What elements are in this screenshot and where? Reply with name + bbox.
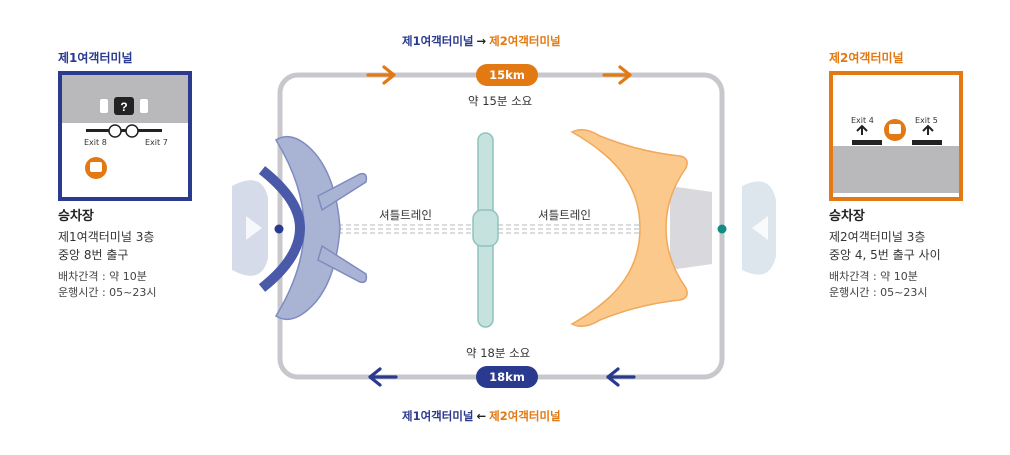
info-interval: 배차간격 : 약 10분 [58, 270, 147, 283]
airplane-icon [752, 216, 768, 240]
route-arrow: ← [476, 409, 487, 423]
terminal2-building [570, 129, 776, 327]
exit-label: Exit 8 [84, 138, 107, 147]
exit-label: Exit 5 [915, 116, 938, 125]
terminal1-title: 제1여객터미널 [58, 51, 133, 65]
arrow-left-icon [368, 367, 636, 387]
info-hours: 운행시간 : 05~23시 [58, 286, 157, 299]
info-line: 제2여객터미널 3층 [829, 230, 926, 244]
route-bottom-title: 제1여객터미널←제2여객터미널 [402, 408, 561, 424]
info-heading: 승차장 [58, 209, 94, 224]
info-line: 중앙 4, 5번 출구 사이 [829, 248, 941, 262]
accessible-parking-icon: ? [120, 100, 127, 114]
duration-top: 약 15분 소요 [468, 94, 533, 108]
terminal1-map: ? [62, 75, 188, 179]
shuttle-label-right: 셔틀트레인 [538, 208, 591, 222]
terminal2-info: 승차장 제2여객터미널 3층 중앙 4, 5번 출구 사이 배차간격 : 약 1… [829, 208, 941, 301]
terminal2-panel [829, 71, 963, 201]
terminal1-building [232, 135, 368, 321]
distance-badge-top: 15km [476, 64, 538, 86]
route-arrow: → [476, 34, 487, 48]
terminal2-title: 제2여객터미널 [829, 51, 904, 65]
route-from: 제1여객터미널 [402, 409, 474, 423]
route-to: 제2여객터미널 [489, 34, 561, 48]
exit-label: Exit 7 [145, 138, 168, 147]
shuttle-label-left: 셔틀트레인 [379, 208, 432, 222]
route-top-title: 제1여객터미널→제2여객터미널 [402, 33, 561, 49]
airplane-icon [246, 216, 262, 240]
terminal2-map [833, 119, 959, 193]
duration-bottom: 약 18분 소요 [466, 346, 531, 360]
info-line: 제1여객터미널 3층 [58, 230, 155, 244]
arrow-right-icon [366, 65, 632, 85]
terminal1-info: 승차장 제1여객터미널 3층 중앙 8번 출구 배차간격 : 약 10분 운행시… [58, 208, 157, 301]
terminal1-panel [58, 71, 192, 201]
info-hours: 운행시간 : 05~23시 [829, 286, 928, 299]
distance-badge-bottom: 18km [476, 366, 538, 388]
route-from: 제1여객터미널 [402, 34, 474, 48]
exit-label: Exit 4 [851, 116, 874, 125]
info-heading: 승차장 [829, 209, 865, 224]
info-line: 중앙 8번 출구 [58, 248, 129, 262]
info-interval: 배차간격 : 약 10분 [829, 270, 918, 283]
concourse-building [472, 132, 499, 328]
route-to: 제2여객터미널 [489, 409, 561, 423]
